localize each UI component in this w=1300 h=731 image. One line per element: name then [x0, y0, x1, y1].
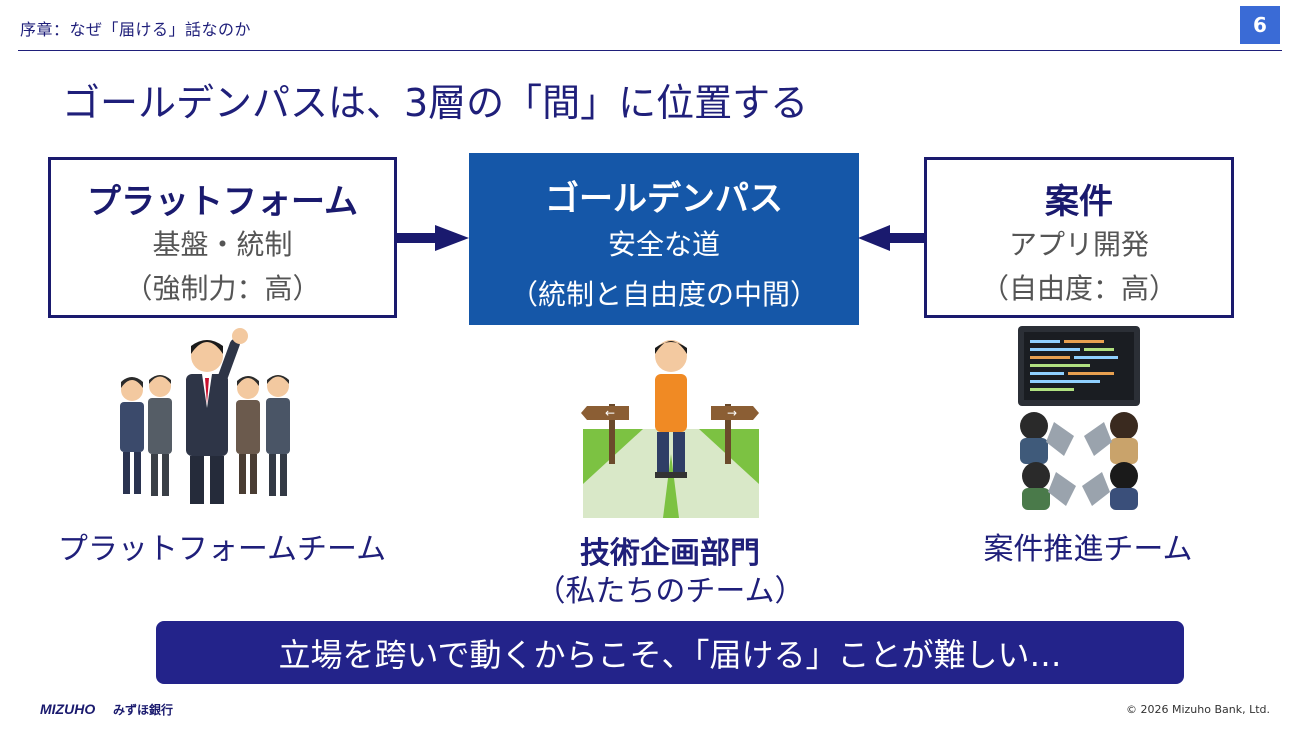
- slide-title: ゴールデンパスは、3層の「間」に位置する: [62, 81, 809, 125]
- crossroads-person-illustration: ← →: [581, 340, 759, 518]
- breadcrumb: 序章：なぜ「届ける」話なのか: [20, 20, 252, 39]
- golden-path-box-line1: 安全な道: [607, 228, 720, 261]
- header-divider: [18, 50, 1282, 51]
- project-box-title: 案件: [1045, 182, 1113, 222]
- arrow-right-icon: [397, 225, 469, 251]
- logo-en: MIZUHO: [40, 701, 96, 717]
- business-people-illustration: [120, 328, 290, 504]
- platform-box-line2: （強制力：高）: [124, 272, 321, 305]
- page-number-badge: 6: [1240, 6, 1280, 44]
- key-message-banner: 立場を跨いで動くからこそ、「届ける」ことが難しい…: [156, 621, 1184, 684]
- project-box: 案件 アプリ開発 （自由度：高）: [924, 157, 1234, 318]
- our-team-label: （私たちのチーム）: [535, 574, 805, 609]
- company-logo: MIZUHO みずほ銀行: [40, 701, 173, 718]
- tech-planning-label: 技術企画部門: [580, 536, 760, 571]
- golden-path-box: ゴールデンパス 安全な道 （統制と自由度の中間）: [469, 153, 859, 325]
- platform-box: プラットフォーム 基盤・統制 （強制力：高）: [48, 157, 397, 318]
- copyright: © 2026 Mizuho Bank, Ltd.: [1125, 703, 1270, 716]
- project-box-line2: （自由度：高）: [980, 272, 1177, 305]
- svg-text:←: ←: [605, 406, 615, 420]
- platform-team-label: プラットフォームチーム: [57, 532, 387, 567]
- platform-box-line1: 基盤・統制: [152, 228, 293, 261]
- project-team-label: 案件推進チーム: [983, 532, 1193, 567]
- programmers-illustration: [1018, 326, 1140, 510]
- arrow-left-icon: [858, 225, 924, 251]
- svg-text:→: →: [727, 406, 737, 420]
- golden-path-box-line2: （統制と自由度の中間）: [509, 278, 818, 311]
- logo-jp: みずほ銀行: [112, 703, 173, 717]
- golden-path-box-title: ゴールデンパス: [545, 179, 783, 219]
- platform-box-title: プラットフォーム: [87, 182, 358, 222]
- project-box-line1: アプリ開発: [1008, 228, 1149, 261]
